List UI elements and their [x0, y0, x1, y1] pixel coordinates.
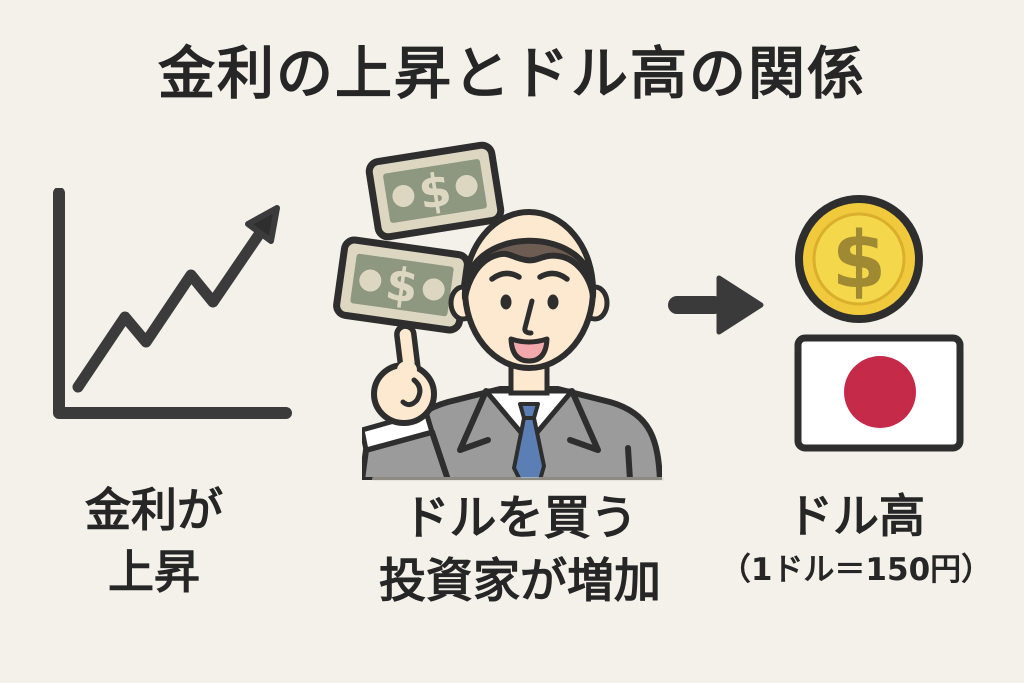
- coin-dollar-sign: $: [832, 216, 886, 306]
- person-eyebrow-left: [489, 270, 522, 282]
- person-eye-right: [547, 294, 559, 310]
- chart-axes: [53, 188, 292, 419]
- person-eye-left: [500, 294, 512, 310]
- person-tie-knot: [518, 402, 540, 420]
- chart-trend-line: [72, 227, 266, 393]
- coin-inner-ring: [812, 212, 906, 306]
- bill-right-seal: [422, 278, 445, 301]
- bill-left-seal: [359, 269, 382, 292]
- step-label-dollar-high: ドル高 （1ドル＝150円）: [686, 488, 1024, 590]
- chart-arrowhead-icon: [245, 205, 280, 244]
- person-lapel-left: [457, 388, 491, 453]
- step-label-interest-rate: 金利が 上昇: [24, 482, 284, 600]
- bill-center-panel: [383, 159, 487, 223]
- arrow-head: [716, 275, 764, 335]
- arrow-shaft: [668, 296, 723, 314]
- dollar-bill-icon: $: [365, 141, 505, 241]
- person-seam-right: [625, 445, 633, 480]
- bill-left-seal: [392, 185, 415, 208]
- flow-right-arrow-icon: [668, 275, 764, 335]
- person-lapel-right: [567, 388, 601, 453]
- person-mouth: [508, 336, 550, 364]
- bill-center-panel: [350, 253, 454, 317]
- person-finger-joint: [397, 361, 417, 379]
- japan-flag-icon: [794, 334, 964, 452]
- step-label-investors: ドルを買う 投資家が増加: [318, 490, 722, 611]
- page-title: 金利の上昇とドル高の関係: [158, 41, 866, 107]
- illustration-bottom-edge: [372, 477, 664, 481]
- rising-line-chart-icon: [53, 188, 292, 419]
- step-label-line: 金利が: [85, 483, 223, 537]
- step-label-line: 上昇: [108, 545, 200, 600]
- bill-dollar-sign: $: [382, 256, 421, 314]
- bill-right-seal: [455, 174, 478, 197]
- dollar-coin-icon: $: [795, 195, 923, 323]
- step-label-line: ドル高: [787, 489, 925, 543]
- person-hair: [461, 237, 597, 301]
- person-eyebrow-right: [537, 270, 570, 282]
- flag-sun-disc: [844, 356, 916, 428]
- businessman-pointing-icon: [362, 209, 662, 480]
- person-tie: [512, 416, 546, 480]
- step-label-line: 投資家が増加: [379, 554, 661, 610]
- person-thumb: [400, 377, 423, 408]
- dollar-bill-icon: $: [333, 236, 471, 334]
- person-nose: [522, 298, 535, 336]
- step-label-line: ドルを買う: [402, 491, 638, 546]
- step-label-line: （1ドル＝150円）: [719, 552, 993, 589]
